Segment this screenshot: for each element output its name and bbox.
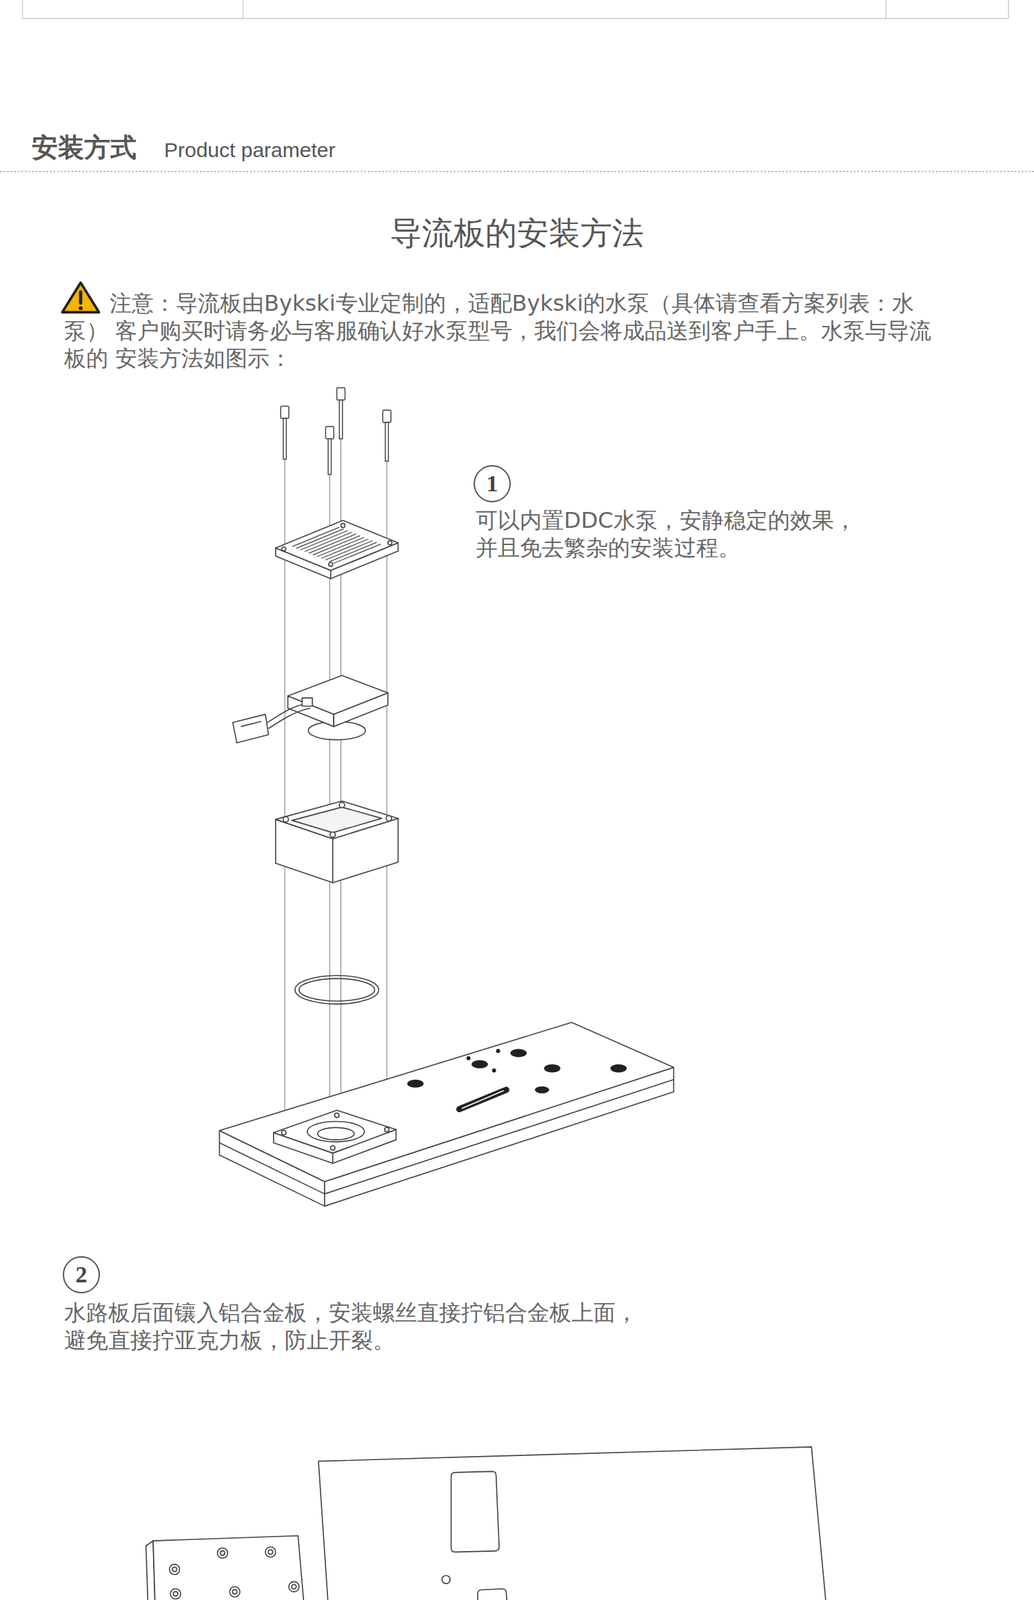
warning-icon (78, 306, 83, 311)
table-row (22, 0, 1009, 19)
aluminum-plate (291, 1584, 297, 1590)
distribution-plate (471, 1060, 489, 1070)
distribution-plate (307, 1121, 365, 1143)
acrylic-board (318, 1447, 827, 1600)
pump (267, 704, 307, 724)
aluminum-plate (173, 1592, 178, 1598)
acrylic-board (450, 1471, 500, 1553)
section-subheading: Product parameter (164, 136, 336, 165)
distribution-plate (492, 1068, 497, 1073)
aluminum-plate (169, 1564, 180, 1576)
aluminum-plate (153, 1536, 304, 1600)
heatsink-cover (328, 562, 333, 567)
distribution-plate (462, 1091, 504, 1109)
warning-icon (62, 282, 99, 313)
aluminum-plate (170, 1589, 181, 1600)
distribution-plate (534, 1086, 550, 1094)
pump-housing (283, 816, 289, 823)
distribution-plate (407, 1080, 424, 1089)
heatsink-fin (333, 544, 381, 564)
heatsink-fin (329, 542, 377, 562)
screws (283, 418, 287, 460)
heatsink-cover (281, 547, 287, 552)
distribution-plate (317, 1127, 355, 1141)
distribution-plate (407, 1049, 627, 1094)
warning-icon (79, 292, 83, 304)
distribution-plate (219, 1022, 674, 1208)
heatsink-cover (341, 523, 346, 529)
screws (339, 400, 342, 440)
warning-icon (62, 282, 99, 313)
heatsink-cover (275, 520, 399, 579)
callout-number: 1 (486, 472, 499, 496)
distribution-plate (219, 1022, 674, 1183)
pump (240, 721, 262, 727)
aluminum-plate (146, 1536, 305, 1600)
o-ring (299, 978, 375, 1002)
table-row (22, 0, 23, 19)
aluminum-plate (220, 1551, 226, 1557)
callout-text: 水路板后面镶入铝合金板，安装螺丝直接拧铝合金板上面， 避免直接拧亚克力板，防止开… (64, 1299, 651, 1355)
screws (337, 388, 346, 401)
pump-housing (386, 816, 392, 822)
screws (325, 426, 334, 440)
pump (288, 675, 389, 715)
callout-text: 可以内置DDC水泵，安静稳定的效果， 并且免去繁杂的安装过程。 (475, 506, 862, 562)
heatsink-cover (275, 520, 399, 571)
aluminum-plate (229, 1587, 240, 1598)
pump (232, 714, 269, 744)
dotted-rule (0, 170, 1034, 172)
pump-housing (275, 801, 399, 883)
screws (328, 439, 331, 475)
acrylic-board (477, 1589, 508, 1600)
distribution-plate (273, 1110, 397, 1154)
pump-housing (291, 807, 382, 833)
page-title: 导流板的安装方法 (0, 213, 1034, 253)
note-text: 注意：导流板由Bykski专业定制的，适配Bykski的水泵（具体请查看方案列表… (64, 289, 947, 373)
screws (385, 422, 389, 462)
table-row (885, 0, 887, 19)
guide-lines (386, 461, 388, 1129)
aluminum-plate (268, 1550, 273, 1556)
aluminum-plate (217, 1548, 228, 1559)
distribution-plate (510, 1049, 527, 1058)
table-row (242, 0, 244, 19)
pump (232, 675, 389, 744)
aluminum-plate (232, 1590, 238, 1596)
screws (382, 410, 391, 423)
aluminum-plate (172, 1567, 178, 1573)
distribution-plate (610, 1065, 627, 1074)
section-heading: 安装方式 (31, 130, 137, 165)
callout-circle: 1 (473, 465, 511, 503)
acrylic-board (441, 1575, 451, 1585)
aluminum-plate (288, 1582, 300, 1593)
pump (301, 698, 313, 707)
distribution-plate (384, 1127, 390, 1133)
pump-housing (339, 803, 345, 809)
distribution-plate (466, 1056, 471, 1061)
distribution-plate (459, 1090, 506, 1110)
pump (268, 708, 311, 730)
table-row (1007, 0, 1009, 19)
o-ring (295, 976, 379, 1005)
callout-number: 2 (75, 1263, 88, 1287)
distribution-plate (330, 1146, 336, 1152)
screws (280, 388, 391, 475)
screws (280, 406, 289, 419)
callout-circle: 2 (62, 1256, 100, 1294)
pump-housing (330, 832, 336, 838)
o-ring (295, 976, 379, 1005)
heatsink-cover (388, 541, 393, 546)
table-row (22, 17, 1009, 19)
distribution-plate (281, 1131, 287, 1137)
aluminum-plate (265, 1547, 276, 1558)
acrylic-board (318, 1447, 827, 1600)
distribution-plate (496, 1049, 501, 1054)
distribution-plate (334, 1113, 340, 1119)
distribution-plate (543, 1065, 561, 1074)
pump-housing (275, 801, 399, 839)
